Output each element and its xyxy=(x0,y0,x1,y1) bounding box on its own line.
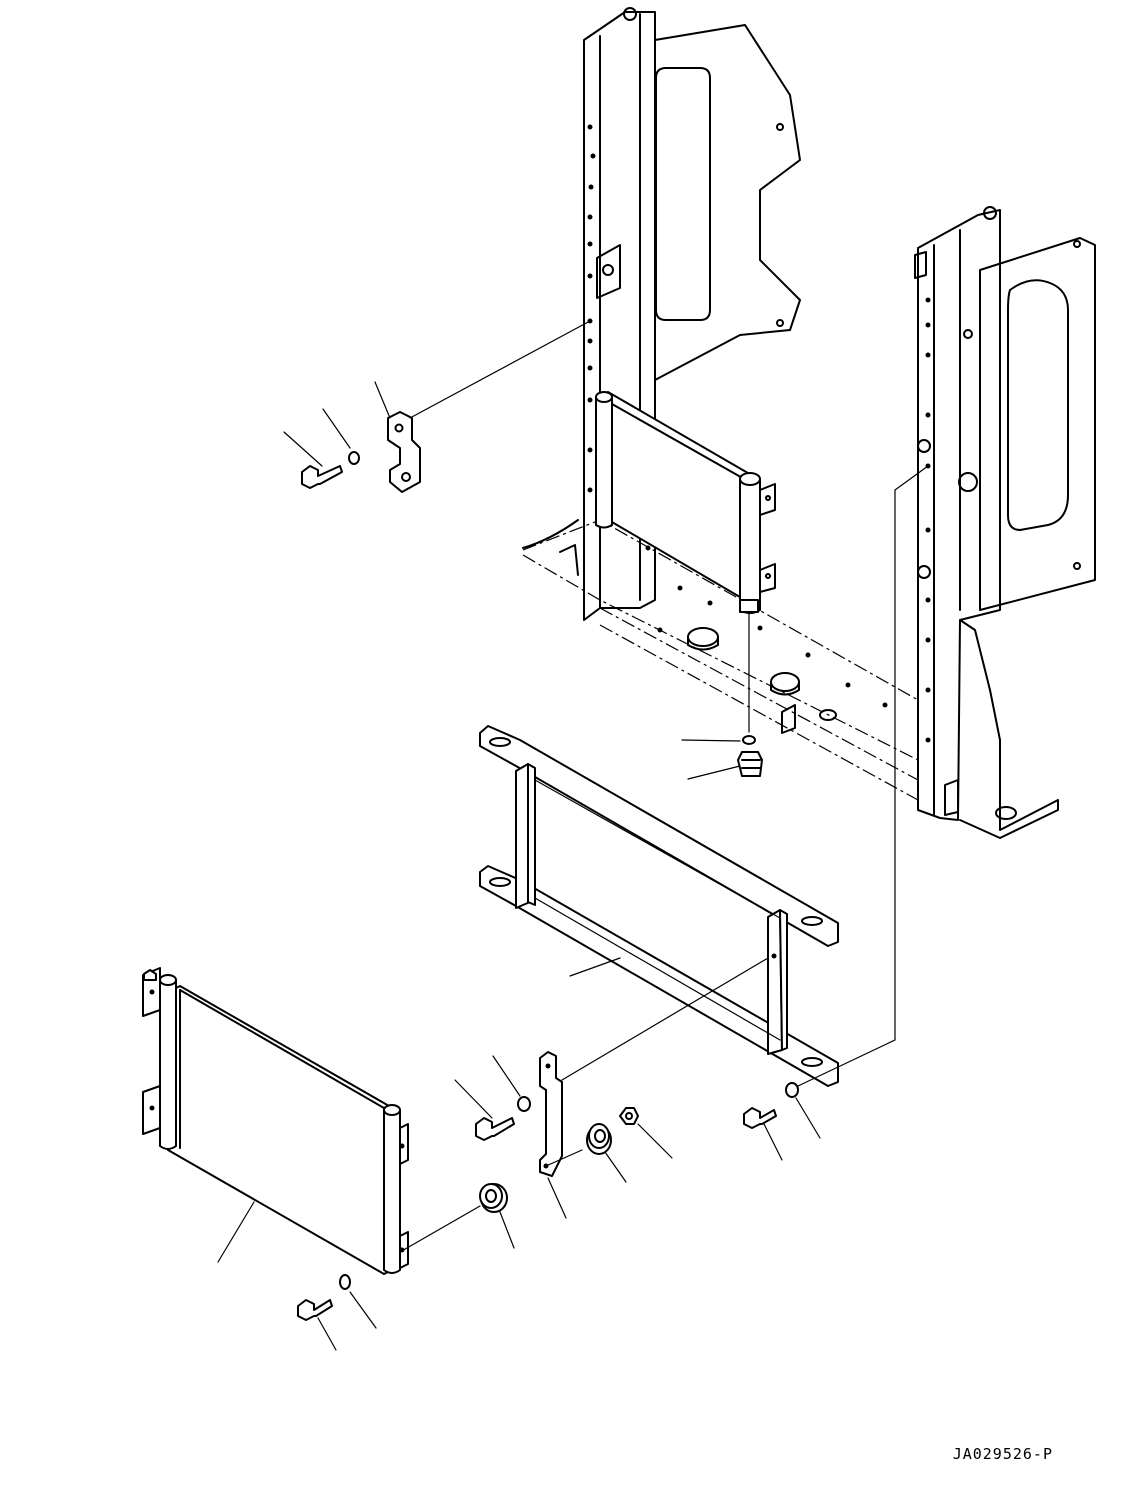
bolt-upper xyxy=(283,431,343,489)
washer-bottom xyxy=(339,1274,377,1329)
condenser xyxy=(142,967,409,1275)
bolt-bottom xyxy=(297,1299,337,1351)
bracket-lower xyxy=(539,957,769,1219)
grommet-right xyxy=(586,1123,627,1183)
o-ring xyxy=(681,735,756,745)
mounting-frame xyxy=(479,725,839,1087)
elbow-fitting xyxy=(687,751,763,780)
bolt-lower-left xyxy=(454,1079,515,1141)
bolt-right xyxy=(743,1107,783,1161)
frame-assembly xyxy=(522,7,1096,839)
washer-lower-left xyxy=(492,1055,531,1112)
washer-upper xyxy=(322,408,360,465)
grommet-left xyxy=(399,1183,515,1253)
washer-right xyxy=(785,465,929,1139)
bracket-upper xyxy=(374,320,591,493)
nut xyxy=(619,1107,673,1159)
drawing-code: JA029526-P xyxy=(952,1445,1053,1463)
oil-cooler-upper xyxy=(595,391,776,733)
